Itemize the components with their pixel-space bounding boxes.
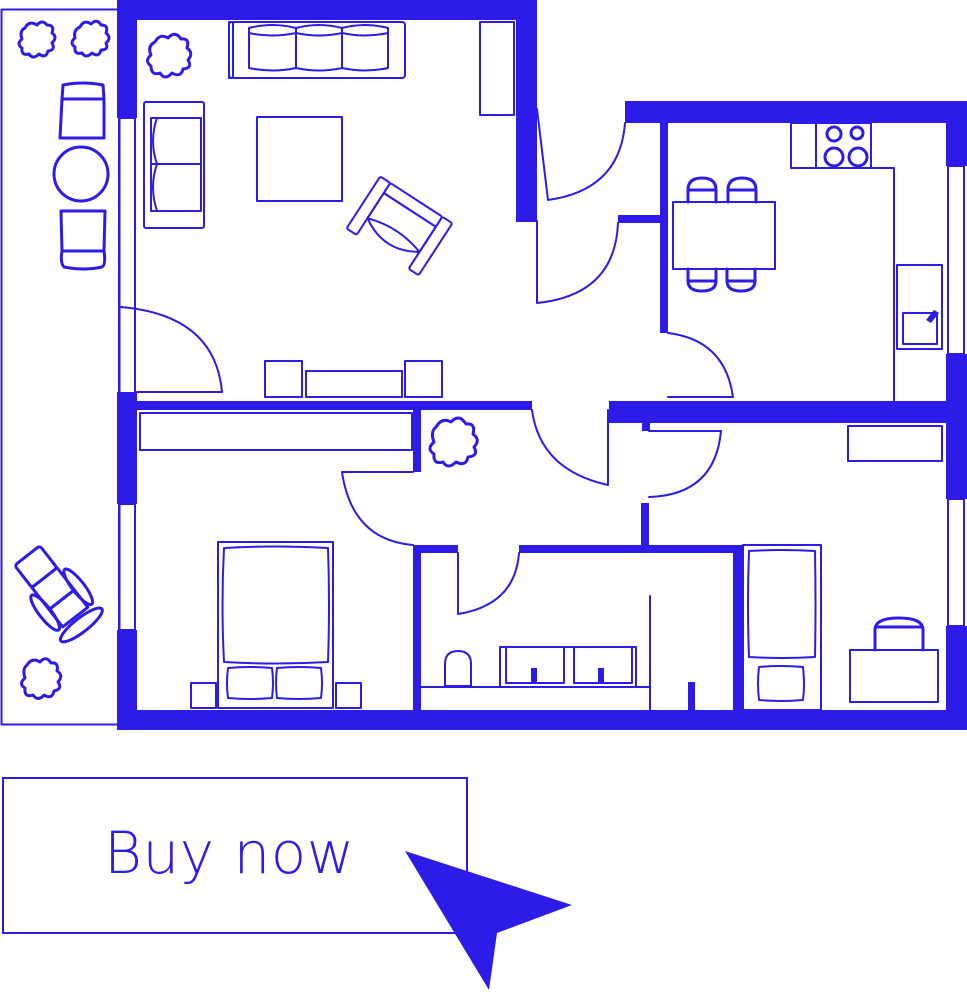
round-table-icon <box>52 145 110 203</box>
living-room <box>143 21 515 398</box>
door-arc <box>536 108 626 201</box>
lounge-chair-icon <box>14 545 104 644</box>
counter-icon <box>870 167 895 404</box>
sink-icon <box>896 264 943 350</box>
counter-icon <box>790 122 872 169</box>
wardrobe-icon <box>139 412 413 451</box>
nightstand-icon <box>335 682 362 709</box>
bathroom <box>420 595 695 712</box>
coffee-table-icon <box>256 116 343 202</box>
sofa-3-seat-icon <box>228 21 406 79</box>
shower-divider <box>688 682 695 712</box>
chair-icon <box>726 176 758 204</box>
bedroom <box>139 412 413 709</box>
stove-icon <box>815 122 872 169</box>
door-arc <box>667 332 734 398</box>
armchair-icon <box>346 176 453 276</box>
buy-now-button[interactable] <box>2 777 468 934</box>
double-sink-icon <box>499 646 637 688</box>
shelf-icon <box>847 425 943 462</box>
burner-icon <box>823 146 845 168</box>
sofa-2-seat-icon <box>143 101 205 229</box>
plant-icon <box>20 657 63 700</box>
chair-icon <box>686 267 718 293</box>
single-bed-icon <box>742 544 822 711</box>
desk-chair-icon <box>873 616 925 652</box>
nightstand-icon <box>190 682 217 709</box>
chair-icon <box>725 267 757 293</box>
door-arc <box>120 306 223 393</box>
kids-room <box>742 425 943 711</box>
cabinet-icon <box>479 21 515 116</box>
plant-icon <box>17 20 57 59</box>
tv-stand-icon <box>264 360 443 398</box>
door-arc <box>531 409 609 486</box>
balcony <box>0 8 121 726</box>
faucet-icon <box>926 310 939 323</box>
chair-icon <box>58 81 106 140</box>
burner-icon <box>849 125 865 141</box>
dining-table-icon <box>672 201 776 270</box>
cursor-arrow-icon <box>405 851 572 990</box>
door-arc <box>536 220 619 304</box>
plant-icon <box>428 416 479 468</box>
chair-icon <box>686 176 718 204</box>
double-bed-icon <box>217 541 334 709</box>
desk-icon <box>849 649 939 703</box>
doors <box>120 108 734 615</box>
toilet-icon <box>444 650 472 687</box>
kitchen <box>672 122 943 404</box>
door-arc <box>341 471 414 546</box>
burner-icon <box>825 125 843 143</box>
walls <box>117 0 967 730</box>
plant-icon <box>146 32 193 79</box>
burner-icon <box>847 146 869 168</box>
door-arc <box>457 552 520 615</box>
plant-icon <box>70 19 111 58</box>
door-arc <box>648 430 722 498</box>
chair-icon <box>59 209 107 271</box>
